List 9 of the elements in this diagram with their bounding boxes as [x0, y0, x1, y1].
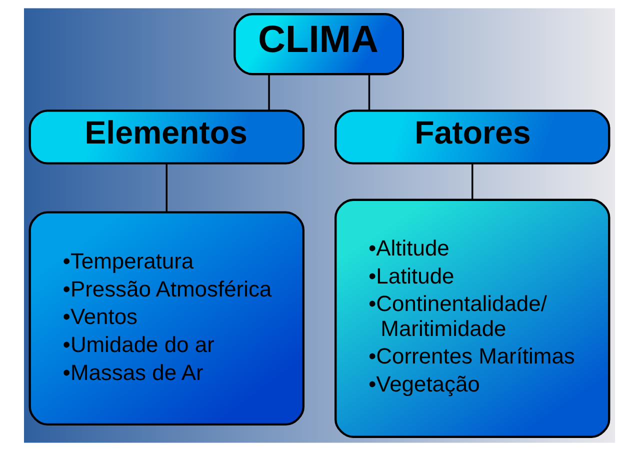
connector — [368, 74, 370, 111]
connector — [165, 163, 167, 212]
node-box: Elementos — [28, 110, 304, 164]
connector — [268, 74, 270, 111]
node-box: •Temperatura •Pressão Atmosférica •Ventos •Umidade do ar •Massas de Ar — [28, 211, 304, 426]
node-box: Fatores — [334, 110, 610, 164]
connector — [471, 163, 473, 200]
node-box: •Altitude •Latitude •Continentalidade/ Maritimidade •Correntes Marítimas •Vegetação — [334, 198, 610, 438]
node-box: CLIMA — [233, 13, 404, 76]
